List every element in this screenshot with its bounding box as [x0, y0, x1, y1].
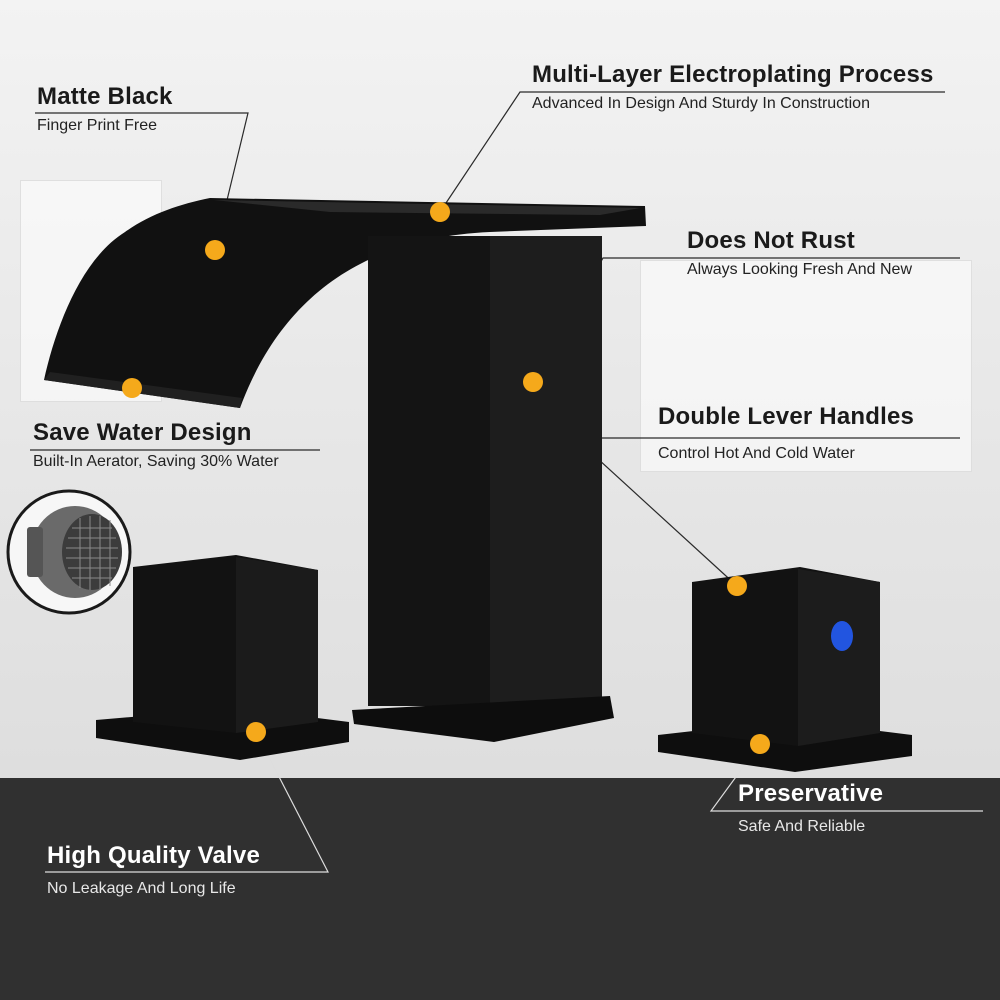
aerator-inset — [6, 489, 132, 615]
feature-subtitle: Finger Print Free — [37, 117, 158, 134]
left-handle-side — [236, 557, 318, 733]
marker-double-lever — [727, 576, 747, 596]
feature-title: Double Lever Handles — [658, 403, 915, 430]
aerator-rim — [27, 527, 43, 577]
right-handle — [658, 567, 912, 772]
leader-line-valve — [45, 731, 329, 873]
faucet-spout — [44, 198, 646, 408]
aerator-mesh-icon — [62, 514, 122, 590]
leader-line-preservative — [709, 743, 983, 812]
aerator-grid — [66, 516, 118, 590]
marker-valve — [246, 722, 266, 742]
feature-title: Save Water Design — [33, 419, 252, 446]
left-handle — [96, 555, 349, 760]
body-base — [352, 696, 614, 742]
right-handle-side — [798, 569, 880, 746]
spout-body — [44, 198, 646, 408]
feature-save-water: Save Water Design Built-In Aerator, Savi… — [33, 419, 279, 471]
marker-preservative — [750, 734, 770, 754]
faucet-body — [352, 236, 614, 742]
background-window — [640, 260, 972, 472]
spout-outlet — [44, 372, 242, 408]
feature-electroplating: Multi-Layer Electroplating Process Advan… — [532, 61, 934, 113]
feature-no-rust: Does Not Rust Always Looking Fresh And N… — [687, 227, 912, 279]
feature-valve: High Quality Valve No Leakage And Long L… — [47, 842, 260, 898]
feature-subtitle: Built-In Aerator, Saving 30% Water — [33, 453, 279, 470]
leader-line-electroplating — [439, 91, 945, 213]
spout-top-highlight — [214, 200, 640, 215]
feature-double-lever: Double Lever Handles Control Hot And Col… — [658, 403, 914, 463]
body-side — [490, 236, 602, 706]
feature-subtitle: Always Looking Fresh And New — [687, 261, 912, 278]
marker-no-rust — [523, 372, 543, 392]
feature-title: Multi-Layer Electroplating Process — [532, 61, 934, 88]
dark-countertop — [0, 778, 1000, 1000]
feature-subtitle: Advanced In Design And Sturdy In Constru… — [532, 95, 870, 112]
feature-title: Preservative — [738, 780, 884, 807]
feature-title: Matte Black — [37, 83, 173, 110]
feature-title: High Quality Valve — [47, 842, 261, 869]
feature-preservative: Preservative Safe And Reliable — [738, 780, 883, 836]
feature-subtitle: Safe And Reliable — [738, 818, 866, 835]
marker-electroplating — [430, 202, 450, 222]
feature-subtitle: Control Hot And Cold Water — [658, 445, 855, 462]
marker-save-water — [122, 378, 142, 398]
marker-matte-black — [205, 240, 225, 260]
feature-title: Does Not Rust — [687, 227, 855, 254]
feature-subtitle: No Leakage And Long Life — [47, 880, 236, 897]
callout-markers — [122, 202, 770, 754]
feature-matte-black: Matte Black Finger Print Free — [37, 83, 173, 135]
cold-indicator-icon — [831, 621, 853, 651]
